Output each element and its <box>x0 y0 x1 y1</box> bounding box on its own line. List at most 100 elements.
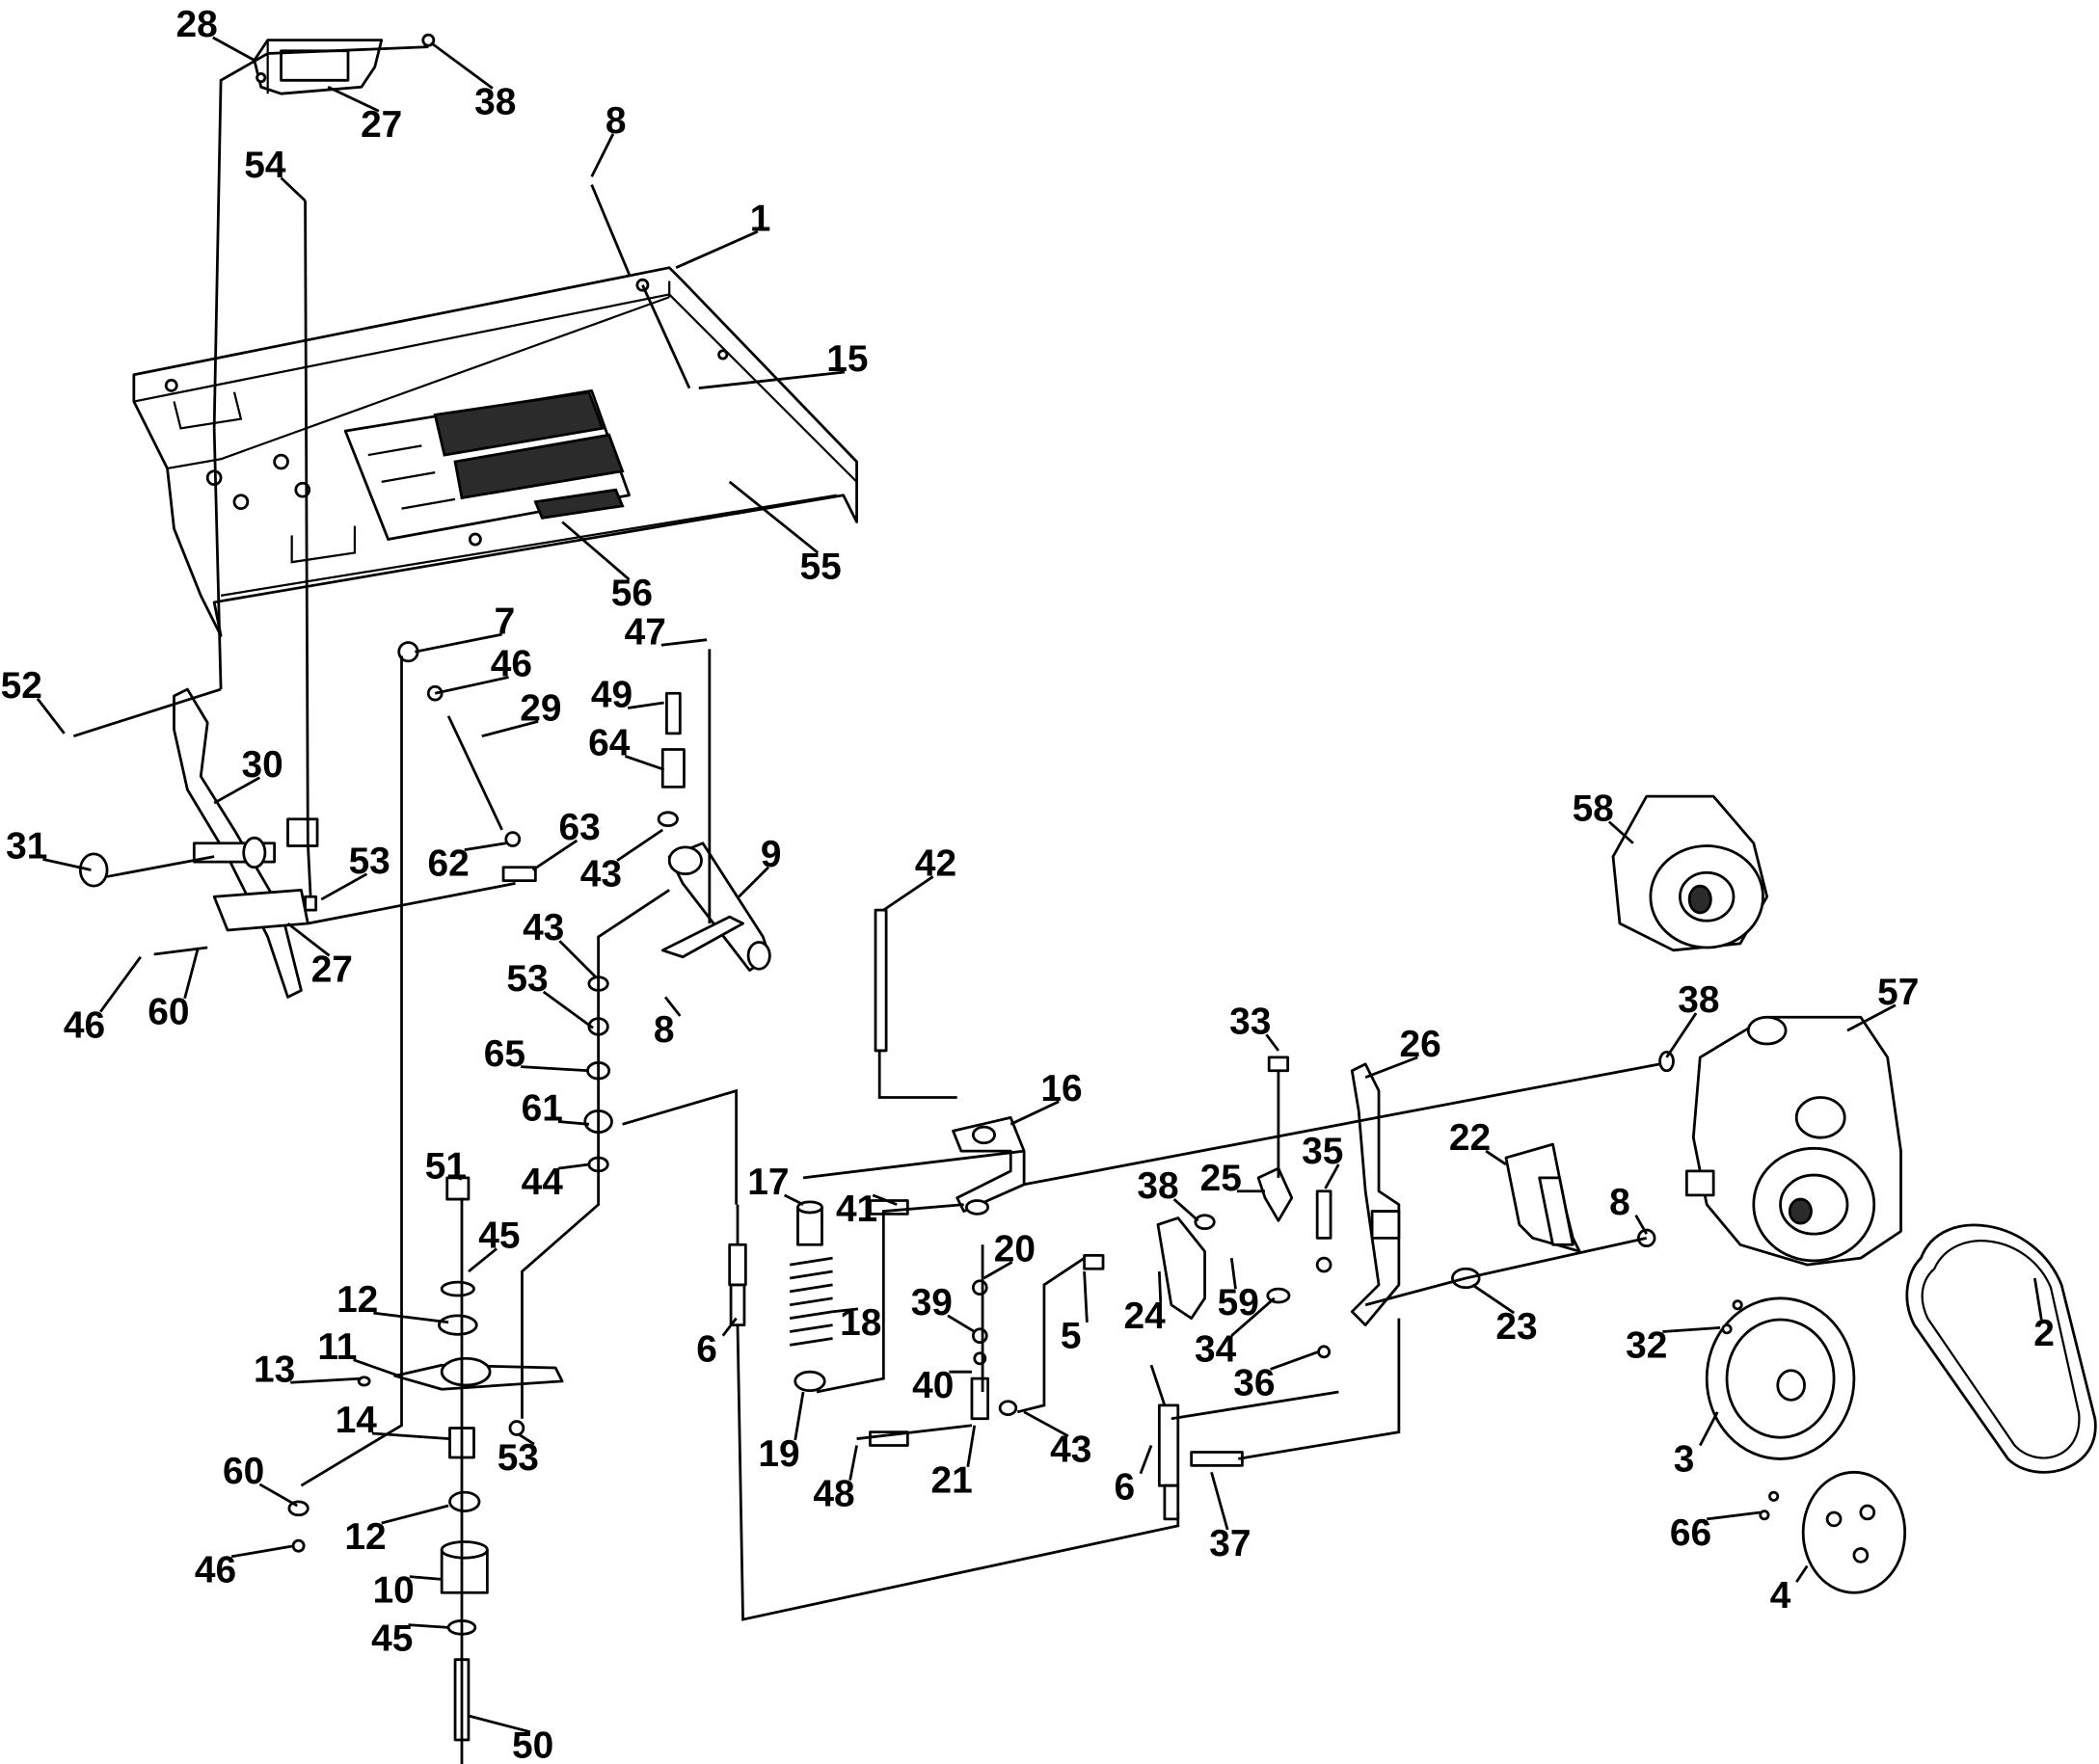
callout-label: 22 <box>1449 1117 1491 1159</box>
callout-label: 3 <box>1674 1438 1695 1480</box>
callout-leader-line <box>353 1358 400 1377</box>
callout-leader-line <box>434 676 509 695</box>
callout-label: 66 <box>1670 1512 1711 1554</box>
callout-leader-line <box>1485 1149 1507 1166</box>
callout-leader-line <box>1846 1003 1897 1032</box>
callout-leader-line <box>258 1483 298 1508</box>
callout-label: 46 <box>195 1550 236 1591</box>
top-bracket <box>253 33 436 95</box>
callout-label: 43 <box>523 907 564 949</box>
callout-label: 43 <box>580 854 622 895</box>
callout-label: 8 <box>1609 1182 1630 1223</box>
callout-label: 46 <box>491 644 532 685</box>
callout-label: 48 <box>813 1474 854 1515</box>
callout-label: 47 <box>625 611 666 653</box>
callout-leader-line <box>675 229 759 269</box>
callout-leader-line <box>371 1431 450 1440</box>
callout-leader-line <box>721 1317 738 1337</box>
callout-label: 27 <box>311 949 353 990</box>
callout-label: 31 <box>6 826 47 868</box>
callout-leader-line <box>738 866 769 898</box>
callout-leader-line <box>947 1314 976 1333</box>
callout-label: 60 <box>148 992 189 1033</box>
callout-leader-line <box>430 41 494 90</box>
callout-label: 54 <box>244 145 286 186</box>
callout-leader-line <box>468 1247 498 1273</box>
callout-leader-line <box>1707 1510 1761 1521</box>
callout-label: 1 <box>750 198 771 239</box>
callout-leader-line <box>320 872 368 901</box>
callout-leader-line <box>468 1714 531 1734</box>
callout-label: 9 <box>761 834 782 875</box>
center-linkage <box>397 641 771 1173</box>
pedal-arm <box>78 687 319 999</box>
callout-leader-line <box>557 1163 590 1170</box>
callout-leader-line <box>99 955 142 1013</box>
callout-label: 18 <box>840 1302 881 1344</box>
callout-leader-line <box>627 701 664 709</box>
callout-leader-line <box>1471 1283 1516 1315</box>
callout-leader-line <box>1607 820 1634 844</box>
callout-leader-line <box>624 755 665 771</box>
callout-leader-line <box>1023 1410 1069 1438</box>
callout-label: 61 <box>522 1088 563 1130</box>
callout-label: 19 <box>758 1433 799 1475</box>
callout-label: 53 <box>498 1437 539 1479</box>
callout-leader-line <box>1083 1270 1089 1323</box>
callout-leader-line <box>1662 1325 1721 1333</box>
callout-label: 44 <box>522 1162 564 1203</box>
callout-label: 35 <box>1302 1131 1343 1172</box>
callout-leader-line <box>1665 1012 1698 1058</box>
callout-leader-line <box>415 632 502 654</box>
callout-leader-line <box>373 1311 449 1324</box>
callout-leader-line <box>1210 1471 1229 1531</box>
callout-leader-line <box>1157 1270 1163 1303</box>
callout-label: 38 <box>1678 979 1719 1021</box>
callout-leader-line <box>213 776 261 805</box>
callout-label: 14 <box>336 1400 378 1441</box>
callout-leader-line <box>2032 1277 2043 1321</box>
callout-label: 51 <box>425 1145 467 1187</box>
callout-label: 38 <box>474 82 516 123</box>
callout-label: 57 <box>1877 972 1919 1013</box>
callout-label: 12 <box>344 1516 386 1558</box>
callout-leader-line <box>1229 1257 1237 1290</box>
callout-leader-line <box>464 842 507 852</box>
callout-label: 28 <box>175 4 217 45</box>
pulley-3 <box>1705 1296 1856 1460</box>
callout-leader-line <box>590 133 615 177</box>
callout-leader-line <box>558 940 597 978</box>
warning-decal <box>343 389 631 541</box>
callout-leader-line <box>36 697 66 735</box>
callout-label: 32 <box>1626 1324 1667 1366</box>
callout-label: 21 <box>931 1460 973 1502</box>
callout-leader-line <box>783 1193 804 1206</box>
callout-label: 17 <box>747 1162 789 1203</box>
callout-label: 55 <box>799 546 841 587</box>
callout-leader-line <box>794 1391 805 1441</box>
callout-leader-line <box>872 1193 898 1206</box>
callout-leader-line <box>660 638 708 647</box>
callout-leader-line <box>1270 1350 1320 1371</box>
callout-label: 65 <box>484 1033 525 1075</box>
callout-leader-line <box>1230 1296 1276 1337</box>
callout-leader-line <box>1265 1033 1280 1052</box>
callout-label: 4 <box>1770 1575 1791 1617</box>
callout-label: 63 <box>559 807 601 848</box>
callout-leader-line <box>212 36 256 62</box>
callout-leader-line <box>457 1176 463 1181</box>
callout-leader-line <box>409 1575 443 1581</box>
assembly-lines <box>72 45 1660 1764</box>
callout-leader-line <box>1634 1215 1648 1235</box>
callout-leader-line <box>542 990 594 1029</box>
callout-label: 29 <box>520 688 561 730</box>
callout-leader-line <box>832 1307 859 1314</box>
callout-leader-line <box>290 1376 362 1384</box>
callout-leader-line <box>1172 1198 1199 1222</box>
callout-label: 49 <box>591 675 632 716</box>
callout-label: 13 <box>254 1349 295 1390</box>
callout-leader-line <box>1699 1411 1719 1447</box>
callout-label: 20 <box>994 1228 1036 1270</box>
callout-label: 26 <box>1399 1024 1440 1065</box>
